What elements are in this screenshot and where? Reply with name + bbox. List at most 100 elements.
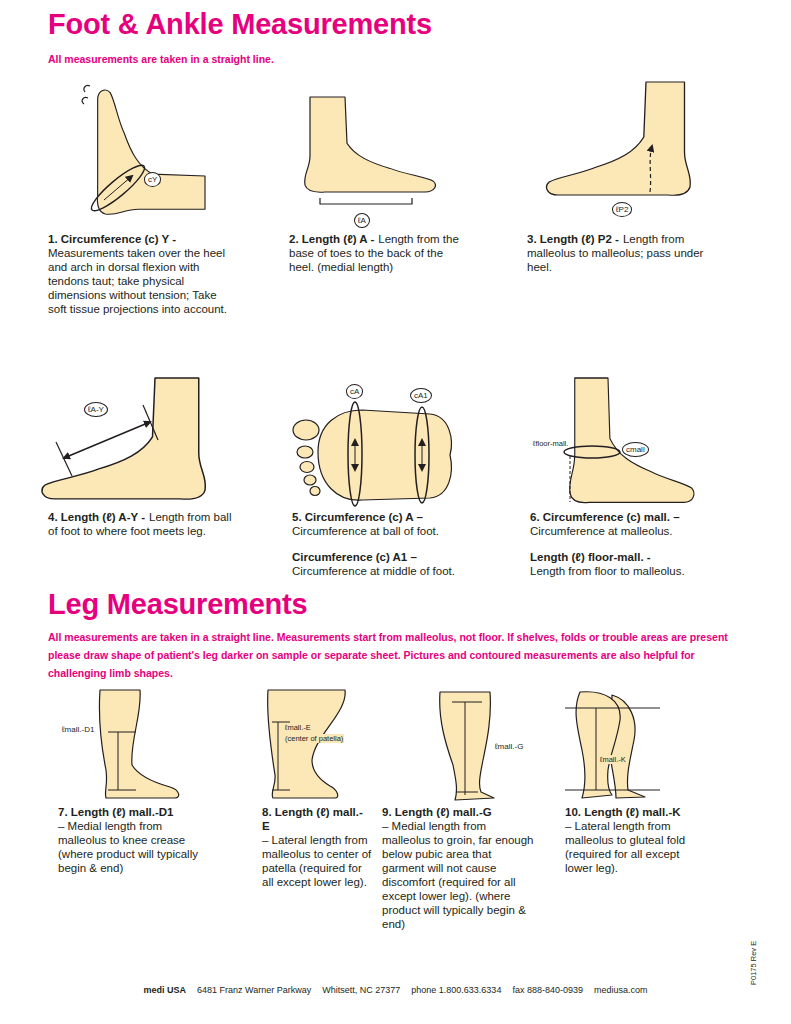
callout-symbol: cA1 [410, 388, 432, 403]
callout-symbol: ℓmall.-K [599, 755, 627, 764]
caption-block: Circumference (c) A1 –Circumference at m… [292, 550, 492, 578]
label-block: cA1 [410, 384, 432, 403]
label-block: ℓP2 [612, 198, 632, 217]
callout-symbol: ℓA-Y [84, 402, 108, 417]
caption-block: 3. Length (ℓ) P2 -Length from malleolus … [527, 232, 707, 274]
label-block: (center of patella) [284, 727, 344, 745]
caption-text: Circumference at malleolus. [530, 525, 673, 537]
caption-text: – Medial length from malleolus to knee c… [58, 820, 198, 874]
caption-heading: 7. Length (ℓ) mall.-D1 [58, 805, 209, 819]
caption-heading: 10. Length (ℓ) mall.-K [565, 805, 696, 819]
footer-text: mediusa.com [594, 985, 648, 995]
caption-heading: 1. Circumference (c) Y - [48, 233, 176, 245]
measure-ring [564, 446, 620, 458]
section-heading: Leg Measurements [48, 588, 308, 620]
caption-text: Length from floor to malleolus. [530, 565, 685, 577]
callout-symbol: ℓP2 [612, 202, 632, 217]
foot-figure-6 [564, 378, 694, 503]
caption-block: 7. Length (ℓ) mall.-D1– Medial length fr… [58, 805, 213, 875]
caption-heading: 8. Length (ℓ) mall.-E [262, 805, 370, 833]
measure-line [465, 702, 466, 795]
callout-symbol: ℓmall.-G [495, 742, 523, 751]
callout-note: (center of patella) [284, 734, 344, 743]
measure-arrow [64, 422, 150, 458]
caption-text: – Lateral length from malleolus to glute… [565, 820, 685, 874]
callout-symbol: cA [346, 384, 363, 399]
caption-heading: Length (ℓ) floor-mall. - [530, 550, 726, 564]
tick [56, 442, 72, 476]
label-block: All measurements are taken in a straight… [48, 627, 753, 682]
callout-symbol: cmall [622, 442, 649, 457]
tick [456, 792, 478, 793]
measure-arrow [355, 440, 356, 470]
foot-figure-5 [293, 402, 451, 506]
subtitle: All measurements are taken in a straight… [48, 53, 274, 65]
caption-block: 10. Length (ℓ) mall.-K– Lateral length f… [565, 805, 700, 875]
caption-block: Length (ℓ) floor-mall. -Length from floo… [530, 550, 730, 578]
measure-line [596, 708, 597, 790]
foot-figure-2 [305, 97, 436, 204]
caption-text: Circumference at middle of foot. [292, 565, 455, 577]
caption-block: 4. Length (ℓ) A-Y -Length from ball of f… [48, 510, 233, 538]
callout-symbol: ℓA [354, 213, 370, 228]
label-block: ℓmall.-K [599, 748, 627, 766]
caption-block: 8. Length (ℓ) mall.-E– Lateral length fr… [262, 805, 374, 889]
tick [108, 732, 136, 733]
measure-line [565, 790, 660, 791]
toe-lines [82, 85, 90, 104]
length-bracket [320, 198, 412, 204]
footer-text: medi USA [144, 985, 187, 995]
label-block: ℓA [354, 209, 370, 228]
doc-code-block: P0175 Rev E [742, 941, 760, 985]
measure-line [570, 456, 571, 502]
label-block: ℓfloor-mall. [533, 432, 569, 450]
footer-text: fax 888-840-0939 [512, 985, 583, 995]
measure-ring [87, 160, 149, 216]
measure-line [278, 722, 279, 790]
callout-symbol: ℓmall.-D1 [62, 725, 94, 734]
measure-arrow [422, 440, 423, 470]
caption-heading: 4. Length (ℓ) A-Y - [48, 511, 145, 523]
caption-text: – Medial length from malleolus to groin,… [382, 820, 534, 930]
caption-block: 5. Circumference (c) A –Circumference at… [292, 510, 492, 538]
label-block: ℓmall.-G [495, 735, 523, 753]
foot-figure-1 [82, 85, 205, 216]
leg-figure-7 [99, 690, 178, 798]
footer-text: 6481 Franz Warner Parkway [197, 985, 311, 995]
caption-text: Circumference at ball of foot. [292, 525, 439, 537]
label-block: All measurements are taken in a straight… [48, 49, 648, 67]
page-title: Foot & Ankle Measurements [48, 8, 432, 40]
foot-figure-4 [42, 378, 205, 499]
caption-heading: 9. Length (ℓ) mall.-G [382, 805, 530, 819]
caption-heading: 5. Circumference (c) A – [292, 510, 488, 524]
leg-figure-9 [440, 692, 494, 800]
section-note: All measurements are taken in a straight… [48, 631, 728, 679]
tick [452, 702, 482, 703]
measure-ring [415, 407, 429, 503]
caption-heading: 2. Length (ℓ) A - [289, 233, 374, 245]
callout-symbol: ℓfloor-mall. [533, 440, 569, 448]
callout-symbol: cY [144, 172, 161, 187]
label-block: ℓA-Y [84, 398, 108, 417]
measure-arrow [104, 176, 132, 200]
caption-heading: 6. Circumference (c) mall. – [530, 510, 726, 524]
caption-block: 1. Circumference (c) Y - Measurements tak… [48, 232, 228, 316]
foot-figure-3 [547, 82, 691, 195]
measure-ring [348, 402, 362, 506]
caption-heading: 3. Length (ℓ) P2 - [527, 233, 619, 245]
callout-symbol: ℓmall.-E [284, 723, 312, 732]
tick [108, 790, 136, 791]
label-block: cmall [622, 438, 649, 457]
measure-dashed-arrow [650, 146, 652, 192]
tick [272, 790, 290, 791]
leg-figure-10 [565, 692, 660, 798]
caption-heading: Circumference (c) A1 – [292, 550, 488, 564]
title-block: Foot & Ankle Measurements [48, 8, 432, 41]
tick [143, 405, 158, 440]
caption-block: 6. Circumference (c) mall. –Circumferenc… [530, 510, 730, 538]
measure-line [565, 708, 660, 709]
caption-text: Measurements taken over the heel and arc… [48, 247, 227, 315]
doc-code: P0175 Rev E [749, 941, 758, 985]
footer-text: phone 1.800.633.6334 [411, 985, 501, 995]
